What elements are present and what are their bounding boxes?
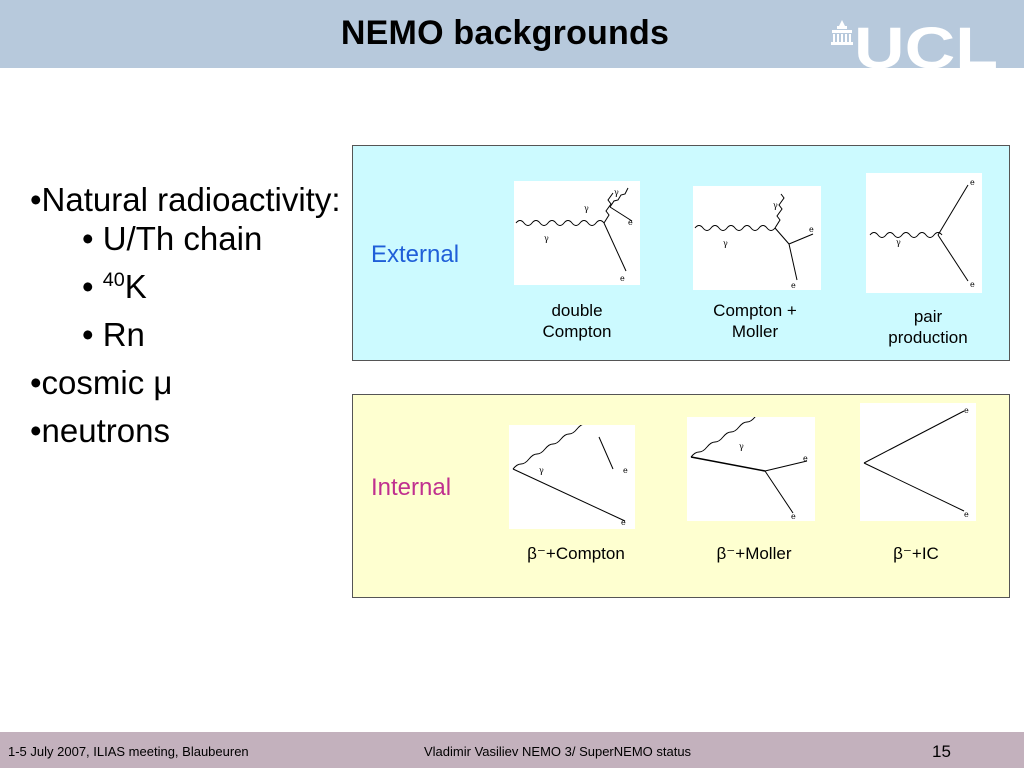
footer-author: Vladimir Vasiliev NEMO 3/ SuperNEMO stat… bbox=[424, 744, 692, 759]
caption-compton-moller: Compton + Moller bbox=[713, 301, 797, 342]
header-bar bbox=[0, 0, 1024, 68]
svg-text:γ: γ bbox=[739, 442, 744, 451]
external-backgrounds-panel: External γ γ γ e e double Compton γ γ e … bbox=[352, 145, 1010, 361]
pair-production-diagram: γ e e bbox=[866, 173, 982, 293]
bullet-natural-radioactivity: •Natural radioactivity: bbox=[30, 181, 341, 218]
double-compton-diagram: γ γ γ e e bbox=[514, 181, 640, 285]
svg-text:e: e bbox=[964, 510, 969, 519]
compton-moller-diagram: γ γ e e bbox=[693, 186, 821, 290]
bullet-k40: • 40K bbox=[82, 268, 147, 305]
footer-bar: 1-5 July 2007, ILIAS meeting, Blaubeuren… bbox=[0, 732, 1024, 768]
background-sources-list: •Natural radioactivity: • U/Th chain • 4… bbox=[30, 183, 350, 462]
svg-text:e: e bbox=[621, 518, 626, 527]
svg-text:γ: γ bbox=[544, 234, 549, 243]
svg-text:γ: γ bbox=[614, 188, 619, 197]
slide-number: 15 bbox=[932, 742, 951, 761]
k40-mass-number: 40 bbox=[102, 269, 125, 291]
svg-text:e: e bbox=[620, 274, 625, 283]
external-label: External bbox=[371, 241, 460, 268]
ucl-logo-text: UCL bbox=[854, 18, 998, 70]
svg-text:e: e bbox=[809, 225, 814, 234]
svg-text:e: e bbox=[803, 454, 808, 463]
footer-event: 1-5 July 2007, ILIAS meeting, Blaubeuren bbox=[8, 744, 249, 759]
beta-ic-diagram: e e bbox=[860, 403, 976, 521]
caption-double-compton: double Compton bbox=[542, 301, 612, 342]
svg-text:γ: γ bbox=[539, 466, 544, 475]
bullet-u-th-chain: • U/Th chain bbox=[82, 220, 263, 257]
svg-text:e: e bbox=[623, 466, 628, 475]
caption-beta-moller: β⁻+Moller bbox=[716, 544, 792, 563]
svg-text:e: e bbox=[964, 406, 969, 415]
svg-text:e: e bbox=[970, 178, 975, 187]
page-title: NEMO backgrounds bbox=[340, 14, 670, 52]
internal-label: Internal bbox=[371, 474, 452, 501]
svg-text:e: e bbox=[628, 218, 633, 227]
caption-pair-production: pair production bbox=[888, 307, 968, 348]
bullet-neutrons: •neutrons bbox=[30, 412, 170, 449]
svg-text:e: e bbox=[791, 281, 796, 290]
beta-moller-diagram: γ e e bbox=[687, 417, 815, 521]
caption-beta-compton: β⁻+Compton bbox=[527, 544, 625, 563]
beta-compton-diagram: γ e e bbox=[509, 425, 635, 529]
internal-backgrounds-panel: Internal γ e e β⁻+Compton γ e e β⁻+Molle… bbox=[352, 394, 1010, 598]
svg-text:γ: γ bbox=[584, 204, 589, 213]
svg-text:γ: γ bbox=[773, 201, 778, 210]
caption-beta-ic: β⁻+IC bbox=[893, 544, 939, 563]
svg-text:e: e bbox=[970, 280, 975, 289]
svg-text:e: e bbox=[791, 512, 796, 521]
bullet-cosmic-muon: •cosmic μ bbox=[30, 364, 173, 401]
svg-text:γ: γ bbox=[723, 239, 728, 248]
ucl-logo: UCL bbox=[831, 18, 998, 70]
bullet-rn: • Rn bbox=[82, 316, 145, 353]
svg-text:γ: γ bbox=[896, 238, 901, 247]
